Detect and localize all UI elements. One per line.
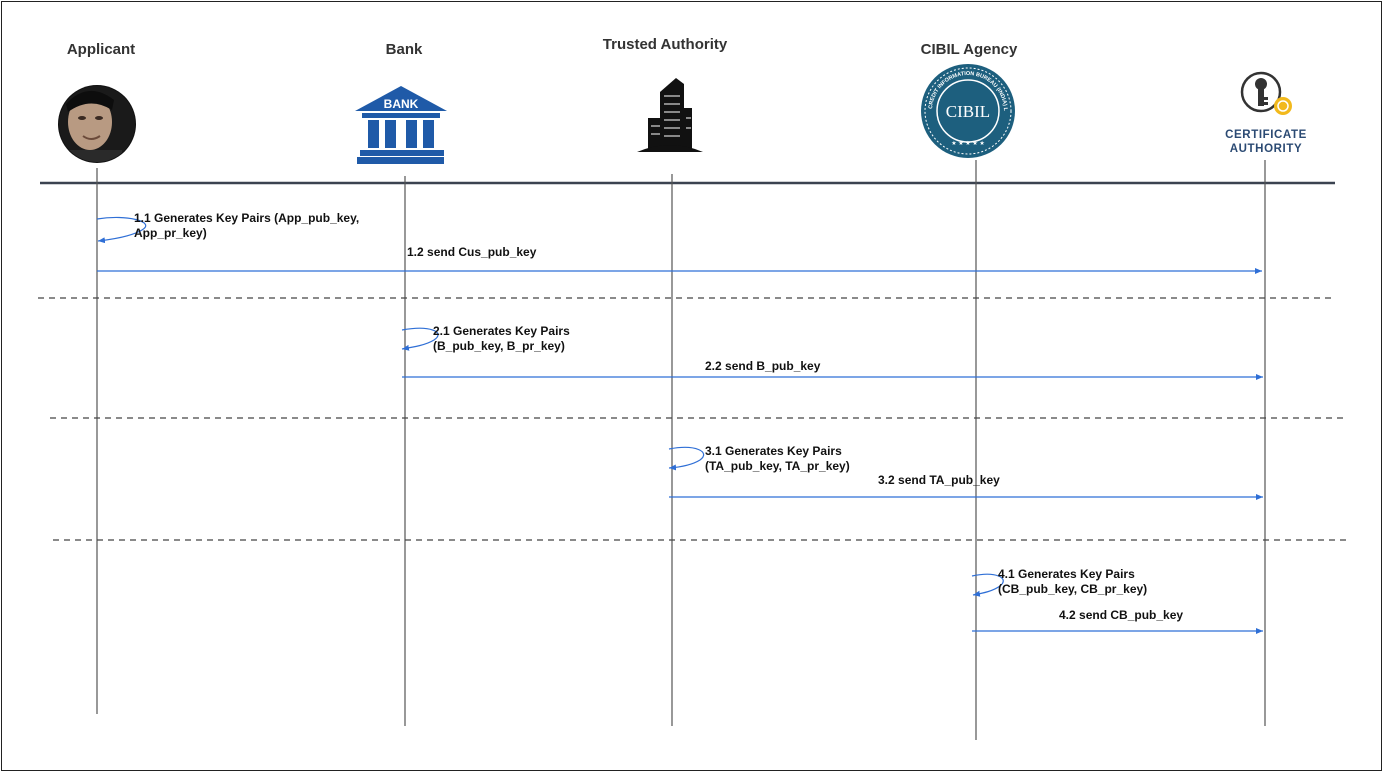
message-2-2: 2.2 send B_pub_key (705, 359, 821, 373)
self-arrow-3-1 (668, 446, 705, 471)
message-3-1: 3.1 Generates Key Pairs (TA_pub_key, TA_… (705, 444, 850, 474)
message-3-1-line2: (TA_pub_key, TA_pr_key) (705, 459, 850, 473)
actor-label-bank: Bank (385, 41, 423, 58)
message-3-2: 3.2 send TA_pub_key (878, 473, 1000, 487)
message-1-1-line1: 1.1 Generates Key Pairs (App_pub_key, (134, 211, 360, 225)
message-3-1-line1: 3.1 Generates Key Pairs (705, 444, 842, 458)
bank-building-icon: BANK (355, 86, 447, 164)
cibil-seal-icon: CREDIT INFORMATION BUREAU (INDIA) LIMITE… (0, 0, 1015, 158)
cibil-ring-text: CREDIT INFORMATION BUREAU (INDIA) LIMITE… (0, 0, 1008, 112)
message-2-1-line2: (B_pub_key, B_pr_key) (433, 339, 565, 353)
message-2-1: 2.1 Generates Key Pairs (B_pub_key, B_pr… (433, 324, 570, 354)
self-arrow-1-1 (96, 216, 147, 244)
skyscraper-icon (637, 78, 703, 152)
ca-label-line2: AUTHORITY (1229, 143, 1303, 155)
message-4-1: 4.1 Generates Key Pairs (CB_pub_key, CB_… (998, 567, 1147, 597)
actor-label-applicant: Applicant (66, 41, 136, 58)
message-4-1-line1: 4.1 Generates Key Pairs (998, 567, 1135, 581)
message-1-2: 1.2 send Cus_pub_key (407, 245, 537, 259)
ca-label-line1: CERTIFICATE (1225, 129, 1307, 141)
certificate-authority-label: CERTIFICATE AUTHORITY (1225, 128, 1307, 156)
key-certificate-icon (1240, 71, 1292, 115)
actor-label-trusted-authority: Trusted Authority (602, 36, 728, 53)
message-4-1-line2: (CB_pub_key, CB_pr_key) (998, 582, 1148, 596)
svg-text:CREDIT INFORMATION BUREAU (IND: CREDIT INFORMATION BUREAU (INDIA) LIMITE… (0, 0, 1008, 112)
message-1-1-line2: App_pr_key) (134, 226, 207, 240)
bank-icon-text: BANK (384, 97, 419, 111)
svg-text:★ ★ ★ ★ ★: ★ ★ ★ ★ ★ (951, 140, 985, 147)
self-arrow-4-1 (971, 573, 1004, 597)
cibil-icon-text: CIBIL (946, 102, 990, 121)
message-2-1-line1: 2.1 Generates Key Pairs (433, 324, 570, 338)
actor-label-cibil: CIBIL Agency (920, 41, 1018, 58)
message-1-1: 1.1 Generates Key Pairs (App_pub_key, Ap… (134, 211, 359, 241)
message-4-2: 4.2 send CB_pub_key (1059, 608, 1184, 622)
person-photo-icon (58, 85, 136, 163)
self-arrow-2-1 (401, 327, 439, 351)
